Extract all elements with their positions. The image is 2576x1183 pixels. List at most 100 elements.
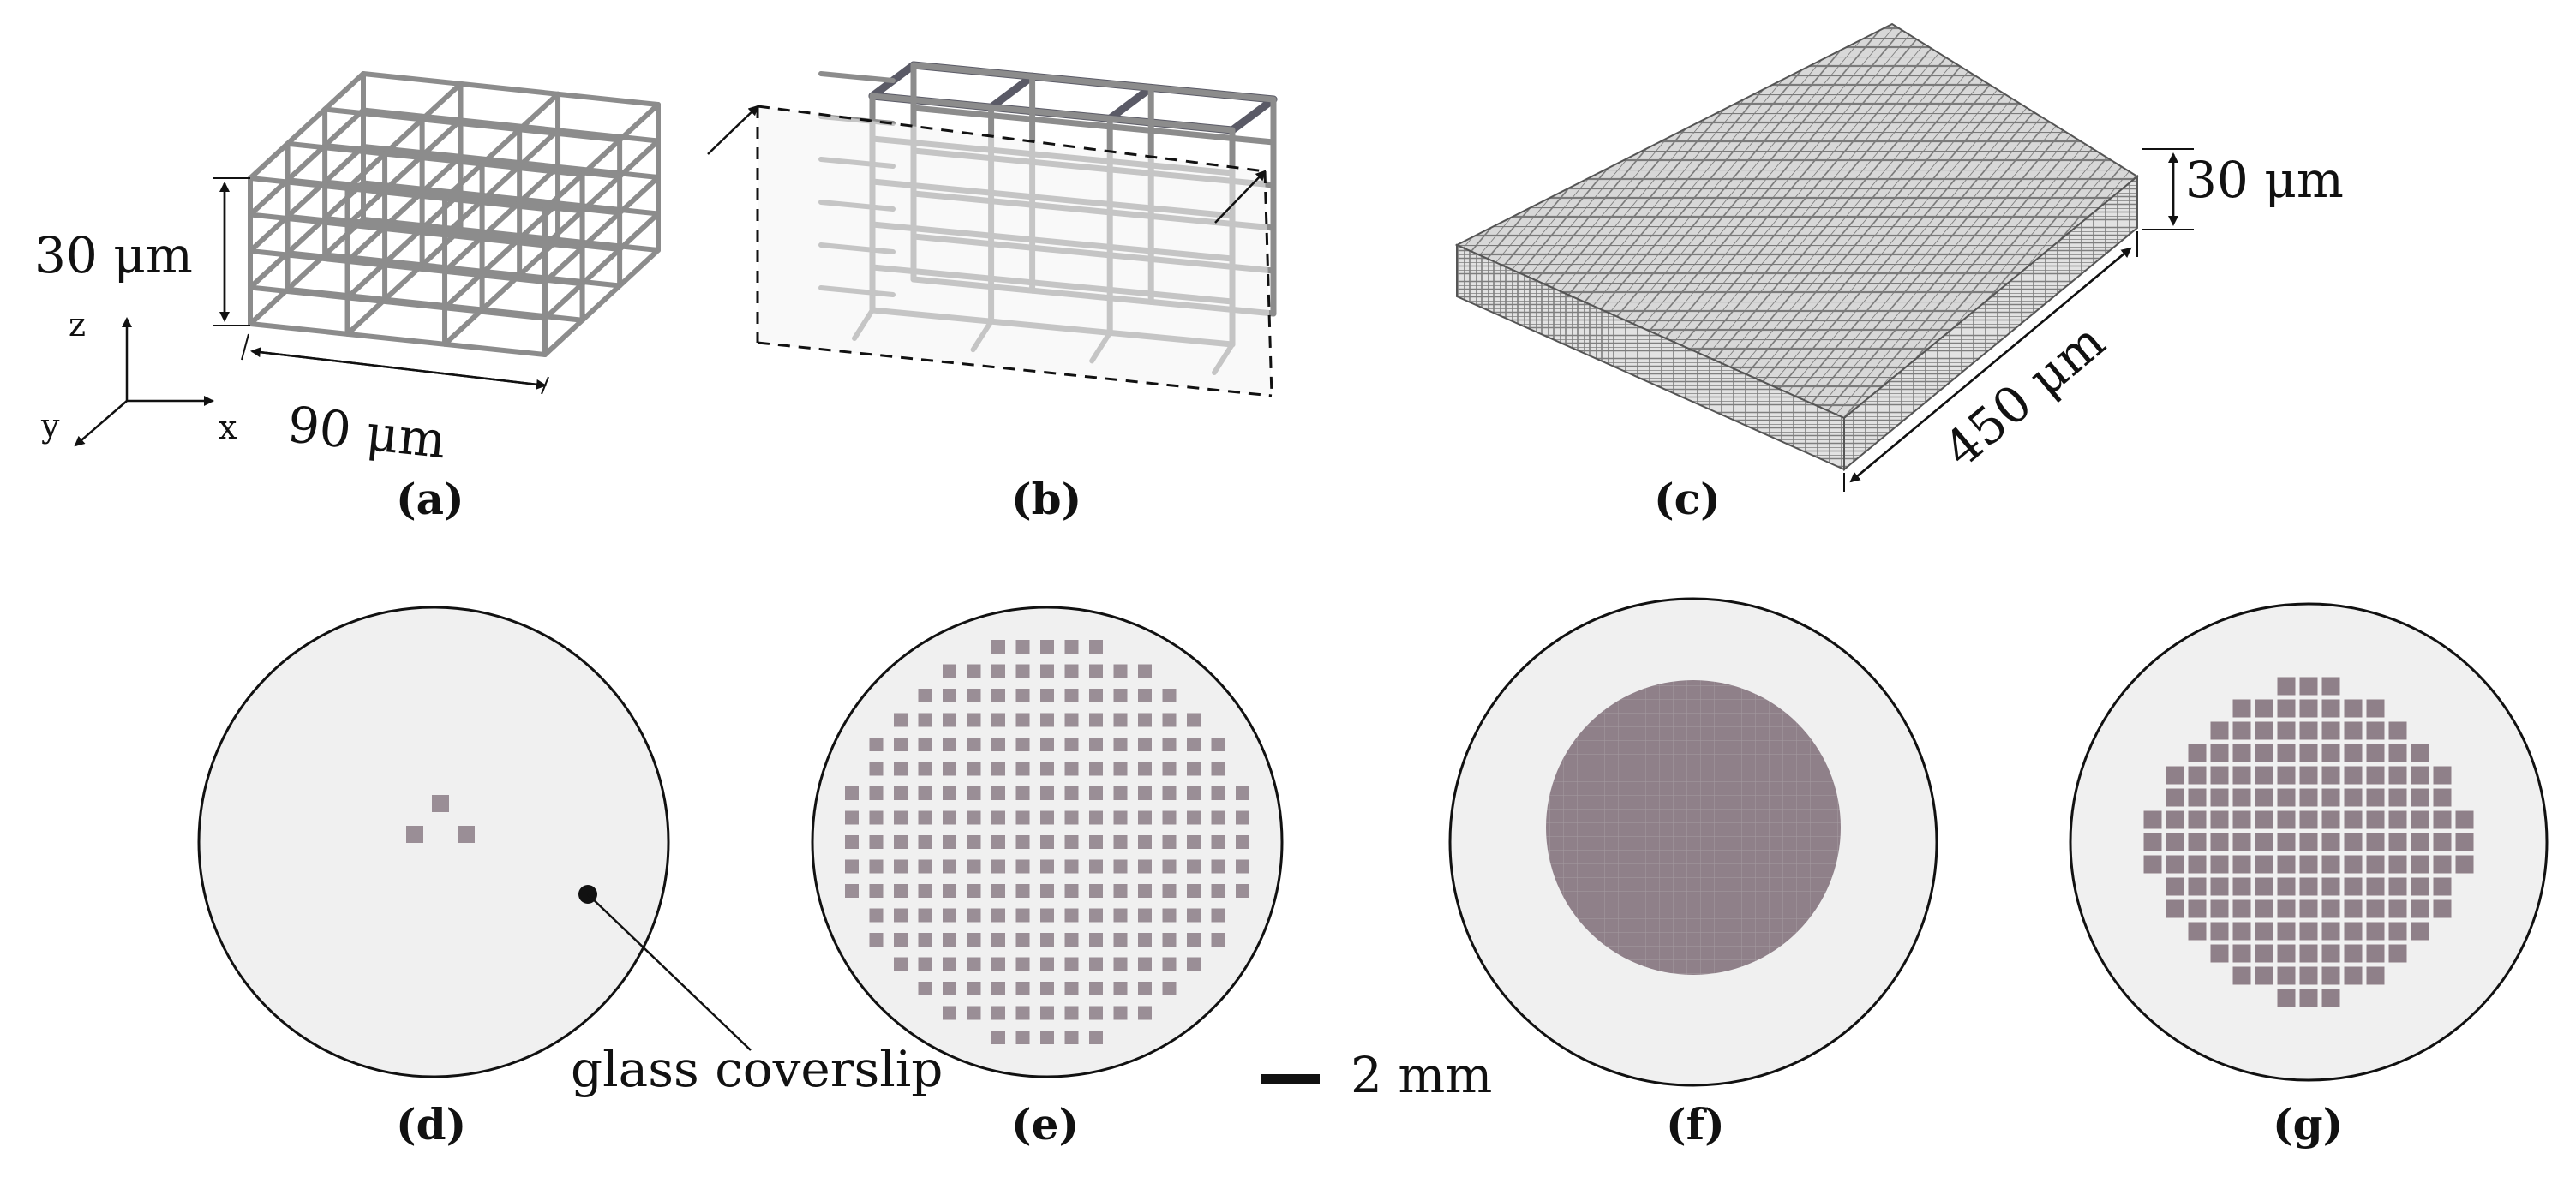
lattice-strut: [442, 91, 561, 201]
scaffold-patch: [2433, 788, 2452, 807]
scaffold-patch: [1162, 859, 1177, 874]
scaffold-patch: [1187, 908, 1201, 923]
lattice-strut: [361, 107, 661, 144]
scaffold-patch: [2232, 966, 2251, 985]
scaffold-patch: [1162, 689, 1177, 702]
scaffold-patch: [869, 835, 884, 849]
scaffold-patch: [1138, 859, 1152, 874]
scaffold-patch: [1211, 762, 1225, 776]
scaffold-patch: [2277, 966, 2296, 985]
scaffold-patch: [1113, 884, 1128, 898]
scaffold-patch: [1187, 835, 1201, 849]
scaffold-patch: [2277, 944, 2296, 963]
scaffold-patch: [2210, 788, 2229, 807]
scaffold-patch: [2232, 922, 2251, 941]
scaffold-patch: [1040, 884, 1054, 898]
scaffold-patch: [943, 762, 956, 776]
scaffold-patch: [2411, 810, 2429, 829]
panel-a-height-dimension: [213, 177, 250, 326]
scaffold-patch: [2255, 788, 2273, 807]
scaffold-patch: [2188, 744, 2207, 762]
panel-f-letter: (f): [1666, 1099, 1725, 1150]
scaffold-patch: [1015, 689, 1030, 702]
scaffold-patch: [2411, 877, 2429, 896]
scaffold-patch: [2277, 721, 2296, 740]
scaffold-patch: [2433, 899, 2452, 918]
scaffold-patch: [1113, 689, 1128, 702]
scaffold-patch: [1138, 1006, 1152, 1020]
scaffold-patch: [2255, 899, 2273, 918]
scaffold-patch: [1187, 957, 1201, 971]
scaffold-patch: [1138, 713, 1152, 727]
scaffold-patch: [2277, 922, 2296, 941]
lattice-strut: [361, 71, 661, 107]
lattice-strut: [248, 71, 366, 181]
scaffold-patch: [1089, 810, 1103, 825]
scaffold-patch: [2344, 788, 2363, 807]
lattice-strut: [1228, 95, 1278, 134]
scaffold-patch: [918, 689, 932, 702]
scaffold-patch: [2210, 810, 2229, 829]
lattice-strut: [542, 211, 661, 321]
lattice-strut: [248, 217, 366, 326]
scaffold-patch: [2411, 788, 2429, 807]
scaffold-patch: [1040, 982, 1054, 995]
lattice-strut: [361, 180, 661, 217]
scaffold-patch: [1138, 835, 1152, 849]
scaffold-patch: [1187, 810, 1201, 825]
scaffold-patch: [1089, 640, 1103, 654]
scaffold-patch: [967, 1006, 981, 1020]
lattice-strut: [1105, 83, 1155, 122]
scaffold-patch: [1015, 738, 1030, 751]
scaffold-patch: [2210, 744, 2229, 762]
axis-z-label: z: [69, 306, 86, 344]
scaffold-patch: [1040, 810, 1054, 825]
scaffold-patch: [1211, 933, 1225, 947]
scaffold-patch: [991, 1006, 1005, 1020]
scaffold-patch: [2277, 877, 2296, 896]
scaffold-patch: [2411, 744, 2429, 762]
scaffold-patch: [1089, 664, 1103, 678]
scaffold-patch: [918, 957, 932, 971]
scaffold-patch: [918, 762, 932, 776]
scaffold-patch: [991, 738, 1005, 751]
scaffold-patch: [869, 762, 884, 776]
scaffold-patch: [1211, 835, 1225, 849]
scaffold-patch: [1162, 982, 1177, 995]
scaffold-patch: [2299, 855, 2318, 874]
scaffold-patch: [2366, 744, 2385, 762]
scaffold-patch: [1236, 835, 1249, 849]
scaffold-patch: [943, 713, 956, 727]
scaffold-patch: [1064, 933, 1079, 947]
lattice-strut: [442, 128, 561, 238]
scaffold-patch: [2255, 944, 2273, 963]
scaffold-patch: [1113, 786, 1128, 800]
scaffold-patch: [2321, 766, 2340, 785]
scaffold-patch: [1113, 810, 1128, 825]
scaffold-patch: [2299, 877, 2318, 896]
scaffold-patch: [967, 762, 981, 776]
lattice-strut: [542, 102, 661, 212]
scaffold-patch: [1187, 859, 1201, 874]
scaffold-patch: [1113, 713, 1128, 727]
scaffold-patch: [2388, 922, 2407, 941]
scaffold-patch: [1015, 1031, 1030, 1044]
scaffold-patch: [894, 859, 908, 874]
scaffold-patch: [1064, 713, 1079, 727]
scaffold-patch: [1113, 762, 1128, 776]
scaffold-patch: [1089, 689, 1103, 702]
scaffold-patch: [2388, 899, 2407, 918]
scaffold-patch: [1236, 884, 1249, 898]
lattice-strut: [248, 144, 366, 254]
scaffold-patch: [2232, 944, 2251, 963]
scaffold-patch: [2366, 699, 2385, 718]
scaffold-patch: [2210, 899, 2229, 918]
scaffold-patch: [2166, 855, 2184, 874]
scaffold-patch: [2188, 877, 2207, 896]
lattice-strut: [869, 93, 1236, 134]
scaffold-patch: [2277, 989, 2296, 1007]
scaffold-patch: [967, 810, 981, 825]
scaffold-patch: [2255, 877, 2273, 896]
scaffold-patch: [1040, 786, 1054, 800]
scaffold-patch: [1113, 933, 1128, 947]
